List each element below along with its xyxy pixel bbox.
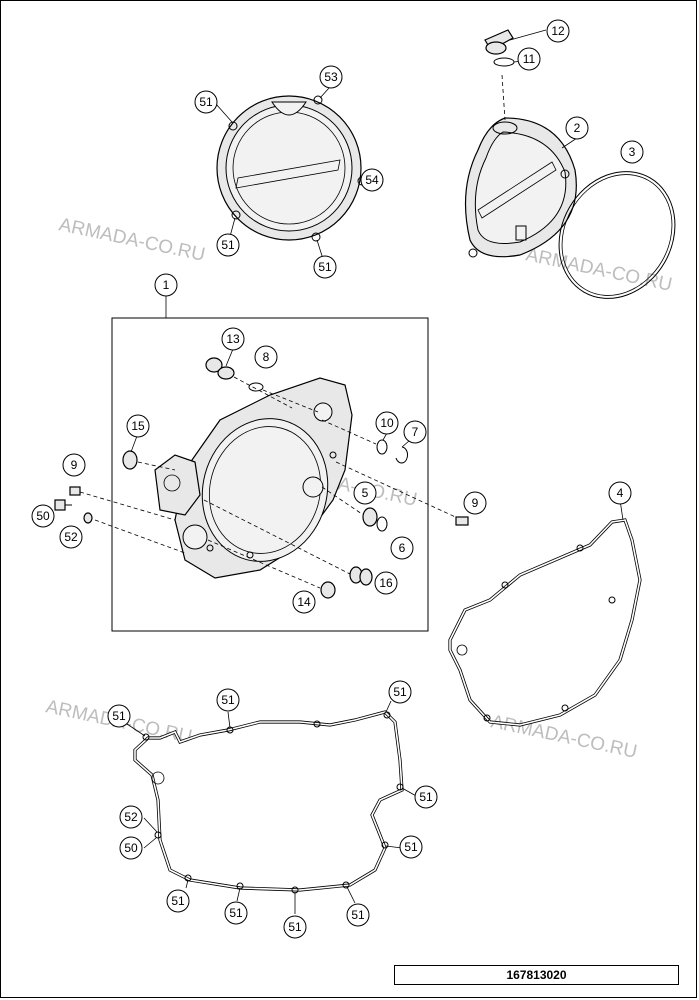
callout-2: 2: [565, 116, 589, 140]
outer-clutch-cover-front: [216, 95, 367, 242]
svg-text:51: 51: [288, 920, 302, 934]
o-ring-8: [248, 382, 264, 392]
svg-text:15: 15: [131, 419, 145, 433]
callout-54: 54: [360, 168, 384, 192]
callout-51-gasket-tr: 51: [388, 680, 412, 704]
assembly-lines: [79, 376, 463, 589]
callout-53: 53: [319, 65, 343, 89]
svg-text:51: 51: [419, 790, 433, 804]
svg-text:11: 11: [523, 52, 536, 66]
callout-14: 14: [292, 590, 316, 614]
callout-9-left: 9: [62, 453, 86, 477]
washer-52-left: [83, 512, 93, 524]
svg-text:52: 52: [124, 810, 138, 824]
watermark-1: ARMADA-CO.RU: [57, 214, 207, 265]
bolt-9-right: [455, 516, 469, 526]
callout-11: 11: [517, 47, 541, 71]
svg-text:10: 10: [380, 416, 394, 430]
svg-text:51: 51: [404, 840, 418, 854]
gasket-4: [448, 518, 642, 727]
bolt-50-left: [54, 499, 72, 511]
callout-52-bottom: 52: [119, 805, 143, 829]
svg-text:51: 51: [221, 693, 235, 707]
callout-52-left: 52: [59, 525, 83, 549]
callout-51-cover-tl: 51: [194, 90, 218, 114]
svg-text:14: 14: [297, 595, 311, 609]
plug-13: [205, 357, 235, 380]
svg-text:5: 5: [362, 486, 369, 500]
svg-text:3: 3: [629, 145, 636, 159]
callout-8: 8: [254, 345, 278, 369]
callout-7: 7: [403, 420, 427, 444]
callout-6: 6: [390, 536, 414, 560]
document-number: 167813020: [394, 965, 679, 985]
watermark-5: ARMADA-CO.RU: [489, 711, 639, 762]
callout-15: 15: [126, 414, 150, 438]
callout-51-gasket-b4: 51: [346, 903, 370, 927]
svg-text:54: 54: [365, 173, 379, 187]
svg-text:51: 51: [229, 906, 243, 920]
bearing-14: [320, 581, 336, 599]
circlip-6: [376, 516, 388, 532]
callout-50-bottom: 50: [119, 836, 143, 860]
svg-text:51: 51: [171, 894, 185, 908]
callout-4: 4: [608, 481, 632, 505]
callout-1: 1: [154, 273, 178, 297]
ring-10: [376, 439, 388, 455]
bearing-16: [349, 566, 373, 586]
svg-text:51: 51: [221, 238, 235, 252]
callout-51-gasket-b2: 51: [224, 901, 248, 925]
svg-text:4: 4: [617, 486, 624, 500]
callout-9-right: 9: [463, 491, 487, 515]
svg-text:9: 9: [71, 458, 78, 472]
callout-12: 12: [546, 19, 570, 43]
oil-filler-plug: [484, 29, 514, 55]
svg-text:50: 50: [124, 841, 138, 855]
seal-15: [122, 450, 138, 470]
svg-text:51: 51: [393, 685, 407, 699]
callout-51-gasket-top: 51: [216, 688, 240, 712]
svg-text:1: 1: [163, 278, 170, 292]
callout-13: 13: [221, 327, 245, 351]
svg-text:53: 53: [324, 70, 338, 84]
svg-text:50: 50: [36, 509, 50, 523]
callout-16: 16: [374, 571, 398, 595]
callout-51-gasket-b1: 51: [166, 889, 190, 913]
svg-text:8: 8: [263, 350, 270, 364]
callout-51-gasket-tl: 51: [107, 704, 131, 728]
callout-51-cover-bl: 51: [216, 233, 240, 257]
callout-5: 5: [353, 481, 377, 505]
seal-5: [362, 507, 378, 527]
callout-10: 10: [375, 411, 399, 435]
clutch-cover-2: [464, 74, 577, 258]
watermark-2: ARMADA-CO.RU: [524, 244, 674, 295]
callout-3: 3: [620, 140, 644, 164]
callout-51-gasket-r2: 51: [399, 835, 423, 859]
callout-51-cover-br: 51: [313, 255, 337, 279]
svg-text:52: 52: [64, 530, 78, 544]
svg-text:12: 12: [551, 24, 565, 38]
callout-51-gasket-r1: 51: [414, 785, 438, 809]
bolt-9-left: [69, 486, 81, 496]
callout-50-left: 50: [31, 504, 55, 528]
svg-text:2: 2: [574, 121, 581, 135]
svg-text:51: 51: [112, 709, 126, 723]
gasket-3: [558, 171, 676, 299]
svg-text:13: 13: [226, 332, 240, 346]
svg-text:51: 51: [351, 908, 365, 922]
clutch-cover-assembly-box: [111, 317, 429, 632]
svg-text:51: 51: [318, 260, 332, 274]
circlip-7: [395, 446, 409, 464]
svg-text:16: 16: [379, 576, 393, 590]
svg-text:51: 51: [199, 95, 213, 109]
callout-51-gasket-b3: 51: [283, 915, 307, 939]
svg-text:6: 6: [399, 541, 406, 555]
svg-text:9: 9: [472, 496, 479, 510]
o-ring-11: [493, 57, 515, 67]
inner-clutch-cover: [154, 377, 353, 579]
svg-text:7: 7: [412, 425, 419, 439]
